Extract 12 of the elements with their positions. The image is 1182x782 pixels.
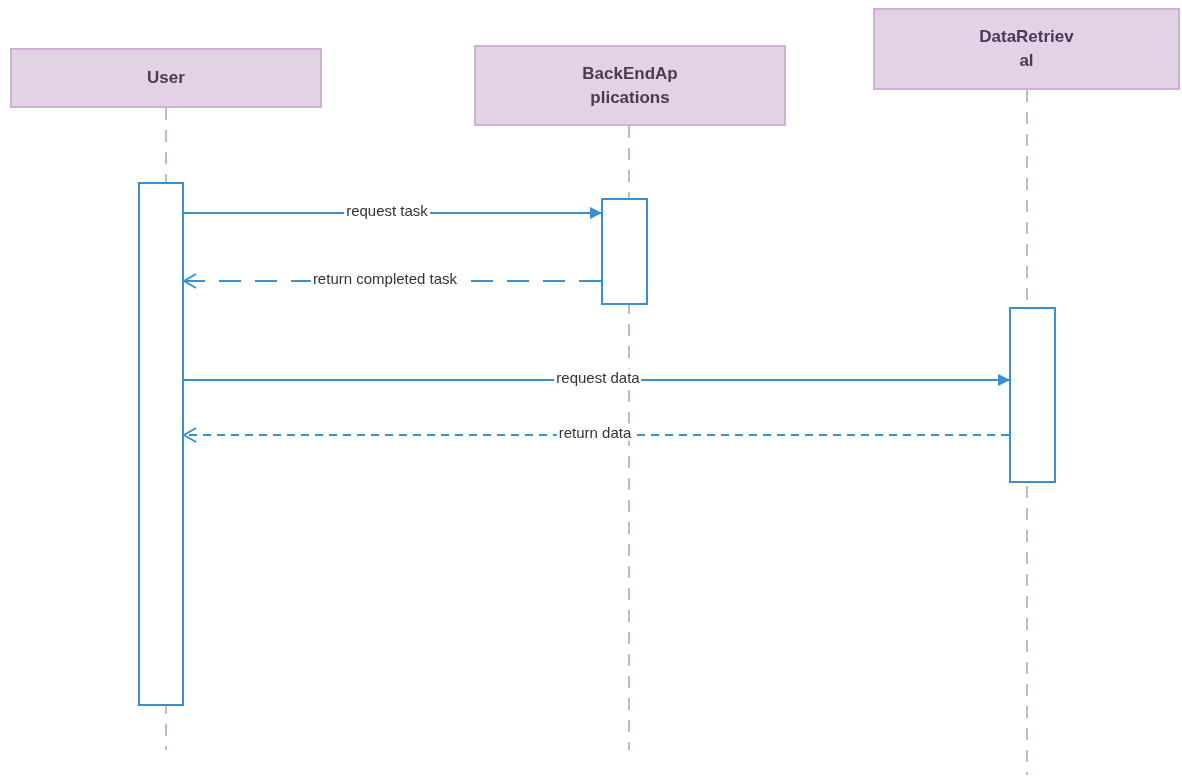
participant-name: User [146,67,186,89]
activation-bar [138,182,184,706]
lifeline-header [474,45,786,126]
edge-label: request data [554,368,642,386]
activation-bar [601,198,648,305]
lifeline-header [873,8,1180,90]
participant-name: BackEndApplications [581,62,679,109]
participant-name: DataRetrieval [978,26,1075,72]
lifeline-header [10,48,322,108]
activation-bar [1009,307,1056,483]
message-arrow [183,374,1010,386]
return-message-arrow [183,427,1010,443]
